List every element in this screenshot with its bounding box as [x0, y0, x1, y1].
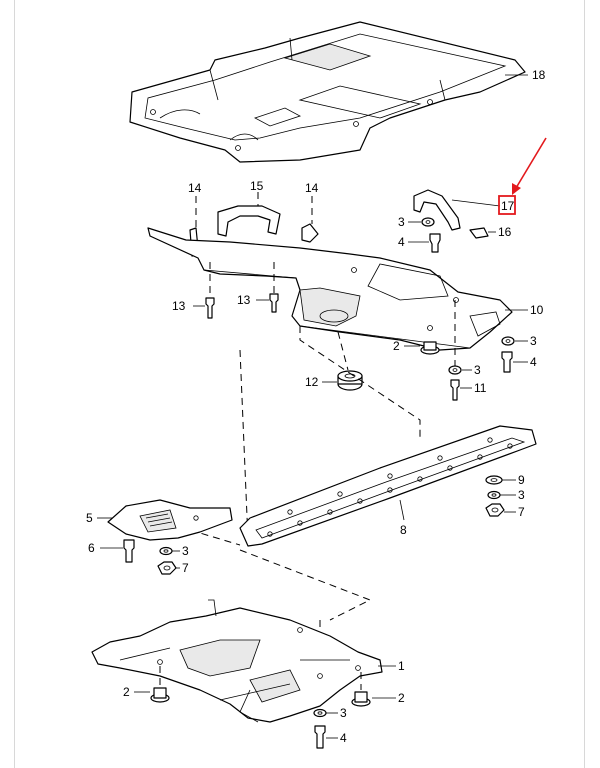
page-border-right [584, 0, 585, 768]
washer-3-bottom [313, 708, 327, 718]
callout-9: 9 [518, 473, 525, 487]
part-16-clip [469, 227, 489, 239]
callout-6: 6 [88, 541, 95, 555]
callout-4-upper: 4 [398, 235, 405, 249]
washer-3-upper [421, 217, 435, 227]
screw-13-right [269, 262, 279, 313]
callout-4-bottom: 4 [340, 731, 347, 745]
part-1-bottom-shield [91, 599, 383, 723]
callout-12: 12 [305, 375, 319, 389]
part-17-bracket [413, 189, 501, 231]
part-18-top-cover [129, 21, 526, 163]
bolt-4-upper [429, 233, 441, 253]
callout-3-left: 3 [182, 544, 189, 558]
flange-nut-2-middle [420, 341, 440, 355]
callout-2-middle: 2 [393, 339, 400, 353]
callout-17: 17 [501, 199, 515, 213]
callout-17-highlight-box [498, 195, 516, 215]
washer-9 [485, 475, 503, 485]
grommet-12 [337, 331, 363, 391]
callout-10: 10 [530, 303, 544, 317]
bolt-6 [123, 539, 135, 563]
callout-13-right: 13 [237, 293, 251, 307]
callout-3-right: 3 [530, 334, 537, 348]
callout-7-right: 7 [518, 505, 525, 519]
bolt-4-right [501, 351, 513, 373]
callout-2-bottom-left: 2 [123, 685, 130, 699]
washer-3-right [501, 336, 515, 346]
callout-3-lower-right: 3 [518, 488, 525, 502]
screw-13-left [205, 262, 215, 319]
callout-3-upper: 3 [398, 215, 405, 229]
part-5-small-shield [107, 499, 233, 541]
flange-nut-2-bottom-left [150, 666, 170, 703]
washer-3-left [159, 546, 173, 556]
callout-4-right: 4 [530, 355, 537, 369]
callout-1: 1 [398, 659, 405, 673]
page-border-left [14, 0, 15, 768]
callout-8: 8 [400, 523, 407, 537]
callout-17-pointer-arrow [512, 137, 547, 195]
callout-14-left: 14 [188, 181, 202, 195]
callout-14-right: 14 [305, 181, 319, 195]
flange-nut-2-bottom-right [351, 672, 371, 707]
callout-7-left: 7 [182, 561, 189, 575]
nut-7-right [485, 503, 505, 517]
bolt-4-bottom [314, 725, 326, 749]
callout-13-left: 13 [172, 299, 186, 313]
nut-7-left [157, 561, 177, 575]
part-10-underbody-shield [147, 227, 513, 351]
callout-3-center: 3 [474, 363, 481, 377]
assembly-guide-lines [189, 326, 421, 660]
callout-2-bottom-right: 2 [398, 691, 405, 705]
part-15-strap [217, 192, 281, 237]
callout-18: 18 [532, 68, 546, 82]
callout-16: 16 [498, 225, 512, 239]
callout-3-bottom: 3 [340, 706, 347, 720]
callout-15: 15 [250, 179, 264, 193]
washer-3-center [448, 365, 462, 375]
callout-5: 5 [86, 511, 93, 525]
washer-3-lower-right [487, 490, 501, 500]
callout-11: 11 [474, 381, 487, 395]
bolt-11 [450, 300, 460, 401]
part-14-bracket-right [301, 196, 319, 243]
part-8-seal-strip [239, 425, 537, 547]
